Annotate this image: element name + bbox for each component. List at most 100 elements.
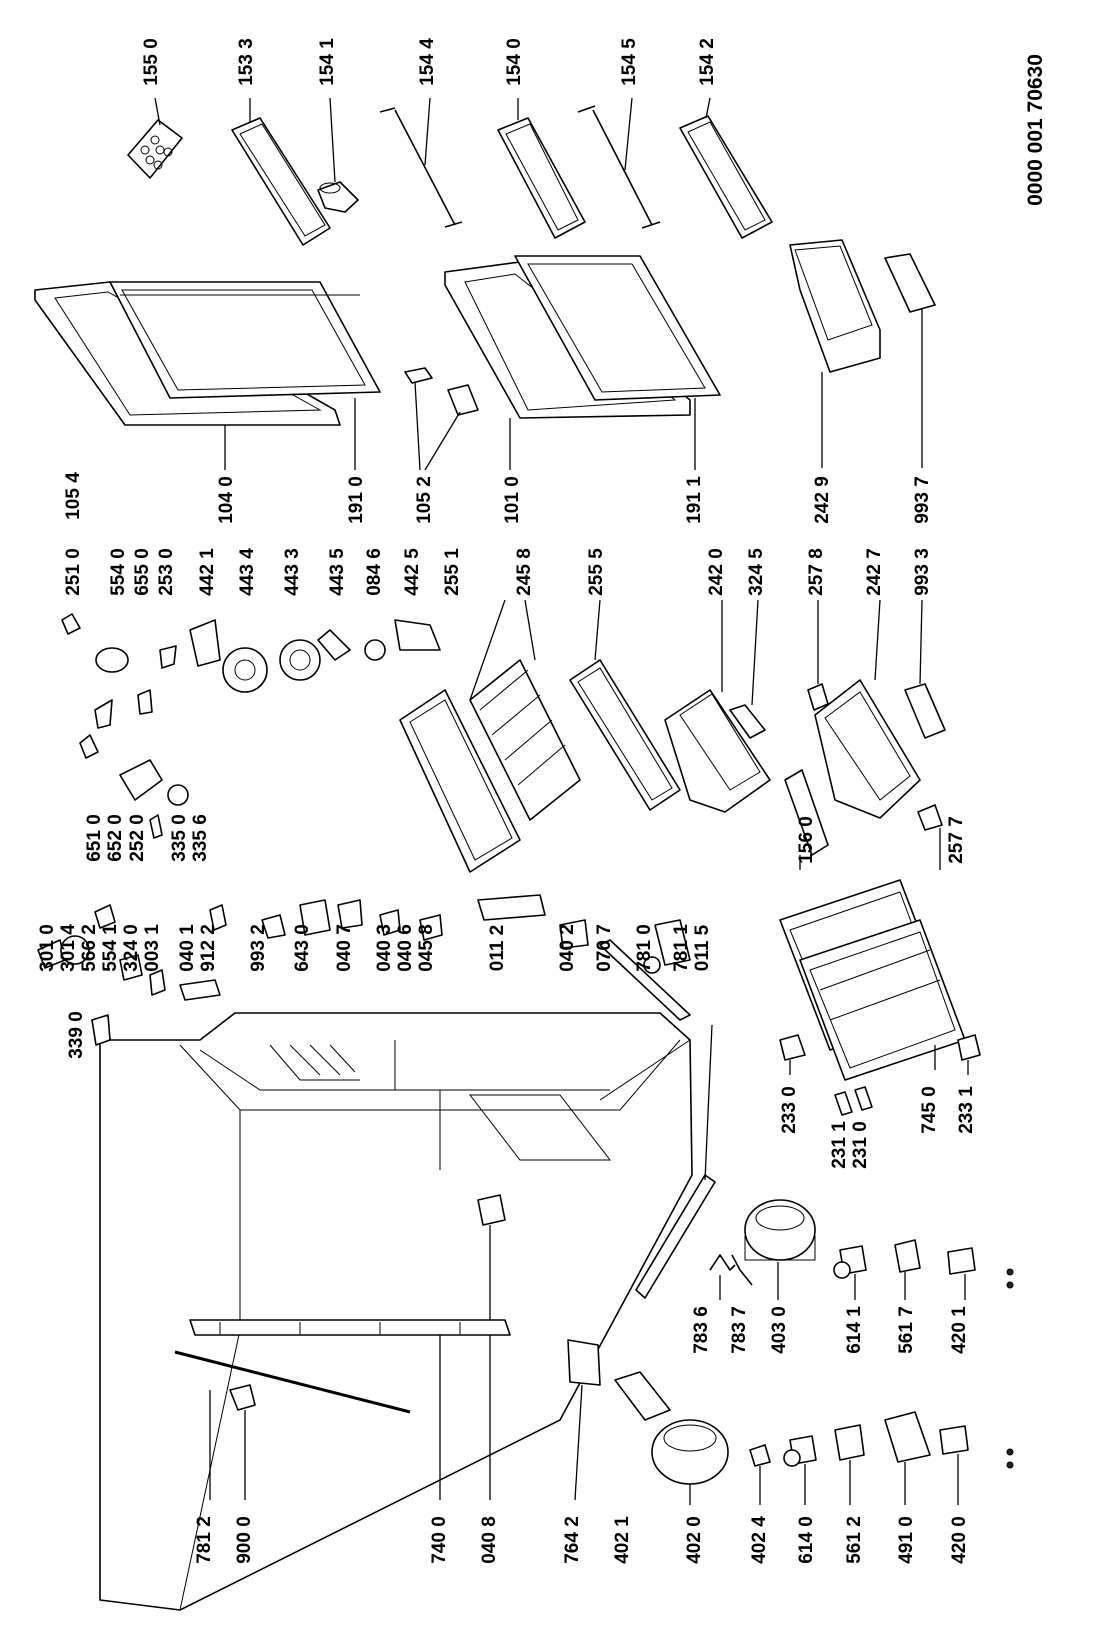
drawer-stop-2577 — [917, 804, 943, 870]
cabinet-body — [99, 1012, 693, 1611]
condenser-7400 — [189, 1319, 511, 1500]
label-0115: 011 5 — [692, 924, 713, 971]
label-9000: 900 0 — [234, 1516, 255, 1564]
relay-6141 — [833, 1245, 867, 1300]
label-7642: 764 2 — [562, 1516, 583, 1564]
label-7836: 783 6 — [691, 1306, 712, 1354]
part-4024 — [749, 1444, 771, 1505]
label-7811: 781 1 — [671, 924, 692, 972]
drawer-stop-2578 — [807, 600, 829, 711]
label-6430: 643 0 — [292, 924, 313, 972]
label-0406: 040 6 — [395, 924, 416, 972]
label-4434: 443 4 — [237, 548, 258, 596]
label-1052: 105 2 — [414, 476, 435, 524]
label-3014: 301 4 — [58, 924, 79, 972]
label-7810: 781 0 — [634, 924, 655, 972]
drawer-front-9933 — [904, 599, 946, 739]
wire-shelf-2458 — [469, 599, 581, 821]
label-2520: 252 0 — [127, 814, 148, 862]
part-number-labels: 155 0 153 3 154 1 154 4 154 0 154 5 154 … — [37, 38, 977, 1564]
glass-shelf-2551 — [399, 599, 521, 873]
label-2578: 257 8 — [806, 548, 827, 596]
label-4435: 443 5 — [327, 548, 348, 596]
compressor-4030 — [744, 1199, 816, 1300]
label-9933: 993 3 — [912, 548, 933, 596]
label-5540: 554 0 — [108, 548, 129, 596]
label-9122: 912 2 — [198, 924, 219, 972]
freezer-gasket-1911 — [514, 255, 721, 470]
label-0403: 040 3 — [374, 924, 395, 972]
label-3245: 324 5 — [746, 548, 767, 596]
label-0401: 040 1 — [177, 924, 198, 972]
clip-9000 — [229, 1384, 256, 1500]
freezer-drawer-2427 — [814, 599, 921, 819]
label-2420: 242 0 — [706, 548, 727, 596]
drawer-front-9937 — [884, 253, 936, 468]
label-4421: 442 1 — [197, 548, 218, 596]
label-1540: 154 0 — [504, 38, 525, 86]
label-4020: 402 0 — [684, 1516, 705, 1564]
clip-2330 — [779, 1034, 806, 1075]
label-9932: 993 2 — [248, 924, 269, 972]
label-4021: 402 1 — [612, 1516, 633, 1564]
label-3356: 335 6 — [190, 814, 211, 862]
label-4425: 442 5 — [402, 548, 423, 596]
label-6550: 655 0 — [132, 548, 153, 596]
ice-tray-1560 — [784, 769, 829, 870]
tube-7836 — [709, 1254, 736, 1300]
label-2427: 242 7 — [864, 548, 885, 596]
label-5662: 566 2 — [79, 924, 100, 972]
label-4024: 402 4 — [749, 1516, 770, 1564]
compressor-4020 — [614, 1371, 729, 1505]
label-2510: 251 0 — [63, 548, 84, 596]
drain-tube-7812 — [174, 1350, 411, 1500]
label-3390: 339 0 — [66, 1011, 87, 1059]
label-5612: 561 2 — [844, 1516, 865, 1564]
label-2330: 233 0 — [779, 1086, 800, 1134]
label-2555: 255 5 — [586, 548, 607, 596]
bottle-rack-1545 — [577, 97, 661, 229]
overload-5612 — [834, 1424, 865, 1505]
label-1544: 154 4 — [417, 38, 438, 86]
label-0408: 040 8 — [479, 1516, 500, 1564]
label-7812: 781 2 — [194, 1516, 215, 1564]
glass-shelf-2555 — [569, 599, 681, 811]
label-1054: 105 4 — [63, 472, 84, 520]
label-1545: 154 5 — [619, 38, 640, 86]
bottle-rack-1544 — [379, 97, 463, 228]
hinge-bracket-0408 — [477, 1194, 506, 1500]
label-1550: 155 0 — [141, 38, 162, 86]
screws-right — [1006, 1268, 1014, 1289]
label-1560: 156 0 — [796, 816, 817, 864]
label-4910: 491 0 — [896, 1516, 917, 1564]
label-7837: 783 7 — [729, 1306, 750, 1354]
fan-assembly-parts — [61, 613, 441, 839]
label-4030: 403 0 — [769, 1306, 790, 1354]
clips-2310-2311 — [834, 1086, 873, 1116]
label-6520: 652 0 — [105, 814, 126, 862]
label-1910: 191 0 — [346, 476, 367, 524]
overload-5617 — [894, 1239, 921, 1300]
label-2458: 245 8 — [514, 548, 535, 596]
label-3010: 301 0 — [37, 924, 58, 972]
label-0458: 045 8 — [416, 924, 437, 972]
label-0031: 003 1 — [142, 924, 163, 972]
door-shelf-1542 — [679, 97, 773, 239]
label-7400: 740 0 — [429, 1516, 450, 1564]
label-4433: 443 3 — [282, 548, 303, 596]
label-4201: 420 1 — [949, 1306, 970, 1354]
door-shelf-1533 — [231, 98, 331, 246]
label-1542: 154 2 — [697, 38, 718, 86]
label-6141: 614 1 — [844, 1306, 865, 1354]
label-3350: 335 0 — [169, 814, 190, 862]
door-shelf-1540 — [497, 98, 586, 239]
label-2530: 253 0 — [156, 548, 177, 596]
label-6510: 651 0 — [84, 814, 105, 862]
cabinet-top-parts — [37, 894, 691, 1046]
label-1040: 104 0 — [216, 476, 237, 524]
label-0402: 040 2 — [557, 924, 578, 972]
capacitor-4200 — [939, 1425, 969, 1505]
label-2577: 257 7 — [946, 816, 967, 864]
screws-bottom — [1006, 1448, 1014, 1469]
